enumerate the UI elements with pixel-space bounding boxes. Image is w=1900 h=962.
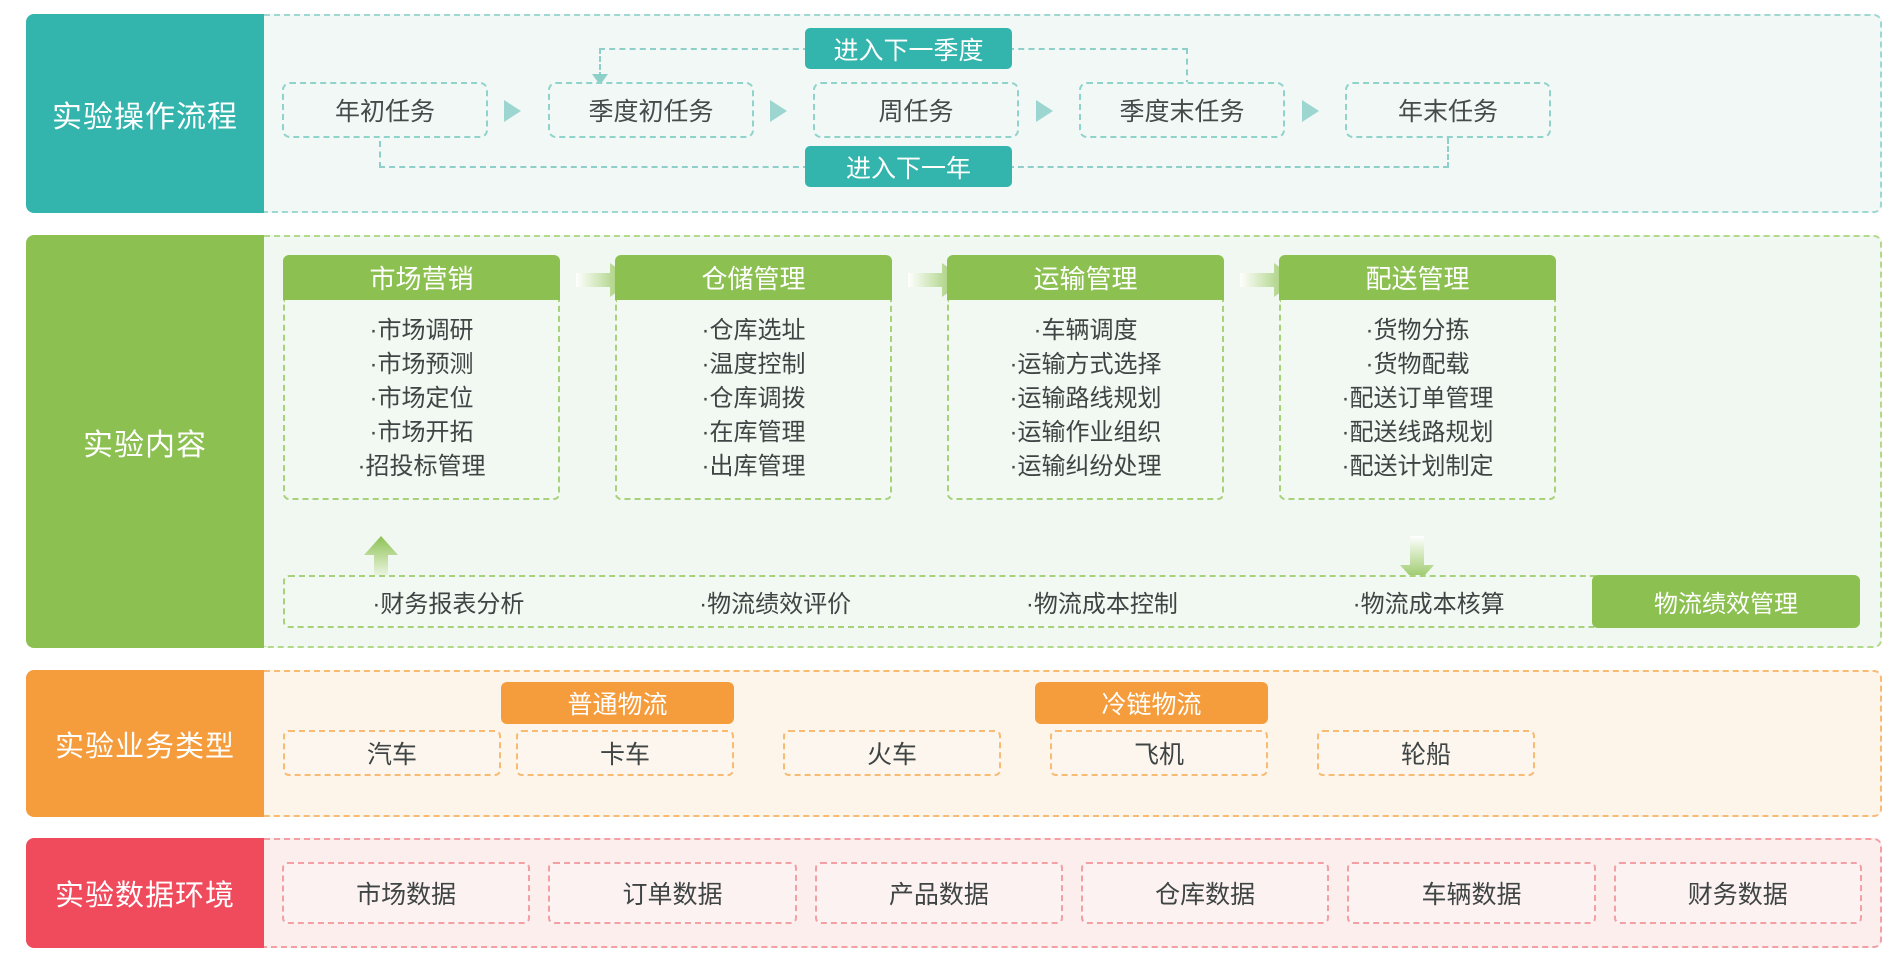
flow-node-week[interactable]: 周任务 <box>813 82 1019 138</box>
process-row-body: 进入下一季度 进入下一年 年初任务 季度初任务 周任务 季度末任务 年末任务 <box>264 14 1882 213</box>
list-item: ·温度控制 <box>701 351 806 378</box>
list-item: ·运输路线规划 <box>1009 385 1162 412</box>
pillar-marketing[interactable]: 市场营销 ·市场调研 ·市场预测 ·市场定位 ·市场开拓 ·招投标管理 <box>283 255 560 500</box>
flow-connector-arrow-3 <box>1036 100 1053 122</box>
pillar-warehouse-items: ·仓库选址 ·温度控制 ·仓库调拨 ·在库管理 ·出库管理 <box>615 300 892 500</box>
flow-node-year-start[interactable]: 年初任务 <box>282 82 488 138</box>
list-item: ·市场开拓 <box>369 419 474 446</box>
flow-node-quarter-end[interactable]: 季度末任务 <box>1079 82 1285 138</box>
loop-year-line-left <box>379 166 809 168</box>
loop-quarter-arrowhead <box>592 74 608 85</box>
pillar-delivery-title: 配送管理 <box>1279 255 1556 300</box>
pillar-warehouse-title: 仓储管理 <box>615 255 892 300</box>
data-chip-warehouse[interactable]: 仓库数据 <box>1080 862 1330 924</box>
content-footer-strip: ·财务报表分析 ·物流绩效评价 ·物流成本控制 ·物流成本核算 物流绩效管理 <box>283 575 1860 628</box>
flow-node-year-end[interactable]: 年末任务 <box>1345 82 1551 138</box>
list-item: ·市场调研 <box>369 317 474 344</box>
process-row: 实验操作流程 进入下一季度 进入下一年 年初任务 季度初任务 <box>26 14 1882 213</box>
list-item: ·仓库选址 <box>701 317 806 344</box>
pillar-transport-items: ·车辆调度 ·运输方式选择 ·运输路线规划 ·运输作业组织 ·运输纠纷处理 <box>947 300 1224 500</box>
vehicle-chip-train[interactable]: 火车 <box>783 730 1001 776</box>
flow-connector-arrow-2 <box>770 100 787 122</box>
vehicle-chip-plane[interactable]: 飞机 <box>1050 730 1268 776</box>
list-item: ·运输作业组织 <box>1009 419 1162 446</box>
pillar-warehouse[interactable]: 仓储管理 ·仓库选址 ·温度控制 ·仓库调拨 ·在库管理 ·出库管理 <box>615 255 892 500</box>
loop-year-line-up <box>379 120 381 168</box>
data-env-row: 实验数据环境 市场数据 订单数据 产品数据 仓库数据 车辆数据 财务数据 <box>26 838 1882 948</box>
content-row-label: 实验内容 <box>26 235 264 648</box>
pillar-transport-title: 运输管理 <box>947 255 1224 300</box>
list-item: ·车辆调度 <box>1033 317 1138 344</box>
flow-connector-arrow-4 <box>1302 100 1319 122</box>
list-item: ·货物分拣 <box>1365 317 1470 344</box>
list-item: ·在库管理 <box>701 419 806 446</box>
loop-quarter-line-up <box>1186 48 1188 86</box>
footer-item-finance-report[interactable]: ·财务报表分析 <box>372 591 525 618</box>
data-chip-finance[interactable]: 财务数据 <box>1613 862 1862 924</box>
business-row: 实验业务类型 普通物流 冷链物流 汽车 卡车 火车 飞机 轮船 <box>26 670 1882 817</box>
pillar-marketing-title: 市场营销 <box>283 255 560 300</box>
vehicle-chip-ship[interactable]: 轮船 <box>1317 730 1535 776</box>
process-row-label: 实验操作流程 <box>26 14 264 213</box>
content-row-body: 市场营销 ·市场调研 ·市场预测 ·市场定位 ·市场开拓 ·招投标管理 <box>264 235 1882 648</box>
footer-item-cost-control[interactable]: ·物流成本控制 <box>1025 591 1178 618</box>
business-chip-cold-chain-logistics[interactable]: 冷链物流 <box>1035 682 1268 724</box>
pillar-delivery[interactable]: 配送管理 ·货物分拣 ·货物配载 ·配送订单管理 ·配送线路规划 ·配送计划制定 <box>1279 255 1556 500</box>
loop-quarter-line-right <box>1008 48 1188 50</box>
data-env-row-label: 实验数据环境 <box>26 838 264 948</box>
list-item: ·运输纠纷处理 <box>1009 453 1162 480</box>
data-chip-vehicle[interactable]: 车辆数据 <box>1347 862 1596 924</box>
vehicle-chip-car[interactable]: 汽车 <box>283 730 501 776</box>
list-item: ·配送计划制定 <box>1341 453 1494 480</box>
business-chip-general-logistics[interactable]: 普通物流 <box>501 682 734 724</box>
loop-quarter-line-down <box>599 48 601 78</box>
list-item: ·招投标管理 <box>357 453 486 480</box>
pillar-marketing-items: ·市场调研 ·市场预测 ·市场定位 ·市场开拓 ·招投标管理 <box>283 300 560 500</box>
data-chip-order[interactable]: 订单数据 <box>548 862 797 924</box>
data-env-row-body: 市场数据 订单数据 产品数据 仓库数据 车辆数据 财务数据 <box>264 838 1882 948</box>
loop-quarter-line-left <box>599 48 809 50</box>
loop-chip-next-year[interactable]: 进入下一年 <box>805 146 1012 187</box>
footer-item-cost-accounting[interactable]: ·物流成本核算 <box>1352 591 1505 618</box>
list-item: ·出库管理 <box>701 453 806 480</box>
content-pillars: 市场营销 ·市场调研 ·市场预测 ·市场定位 ·市场开拓 ·招投标管理 <box>264 237 1880 646</box>
list-item: ·配送线路规划 <box>1341 419 1494 446</box>
list-item: ·配送订单管理 <box>1341 385 1494 412</box>
loop-chip-next-quarter[interactable]: 进入下一季度 <box>805 28 1012 69</box>
footer-down-arrow-icon <box>1400 536 1434 584</box>
process-flow: 进入下一季度 进入下一年 年初任务 季度初任务 周任务 季度末任务 年末任务 <box>264 16 1880 211</box>
footer-up-arrow-icon <box>364 536 398 584</box>
loop-year-line-down <box>1447 138 1449 168</box>
loop-year-line-right <box>1008 166 1449 168</box>
footer-item-performance-eval[interactable]: ·物流绩效评价 <box>699 591 852 618</box>
flow-node-quarter-start[interactable]: 季度初任务 <box>548 82 754 138</box>
content-row: 实验内容 市场营销 ·市场调研 ·市场预测 ·市场定位 ·市场开拓 ·招投标管理 <box>26 235 1882 648</box>
vehicle-chip-truck[interactable]: 卡车 <box>516 730 734 776</box>
footer-item-performance-management[interactable]: 物流绩效管理 <box>1592 575 1860 628</box>
data-chip-market[interactable]: 市场数据 <box>282 862 531 924</box>
list-item: ·运输方式选择 <box>1009 351 1162 378</box>
pillar-delivery-items: ·货物分拣 ·货物配载 ·配送订单管理 ·配送线路规划 ·配送计划制定 <box>1279 300 1556 500</box>
pillar-transport[interactable]: 运输管理 ·车辆调度 ·运输方式选择 ·运输路线规划 ·运输作业组织 ·运输纠纷… <box>947 255 1224 500</box>
list-item: ·市场定位 <box>369 385 474 412</box>
business-row-body: 普通物流 冷链物流 汽车 卡车 火车 飞机 轮船 <box>264 670 1882 817</box>
flow-connector-arrow-1 <box>504 100 521 122</box>
list-item: ·仓库调拨 <box>701 385 806 412</box>
list-item: ·货物配载 <box>1365 351 1470 378</box>
business-row-label: 实验业务类型 <box>26 670 264 817</box>
list-item: ·市场预测 <box>369 351 474 378</box>
data-chip-product[interactable]: 产品数据 <box>814 862 1063 924</box>
